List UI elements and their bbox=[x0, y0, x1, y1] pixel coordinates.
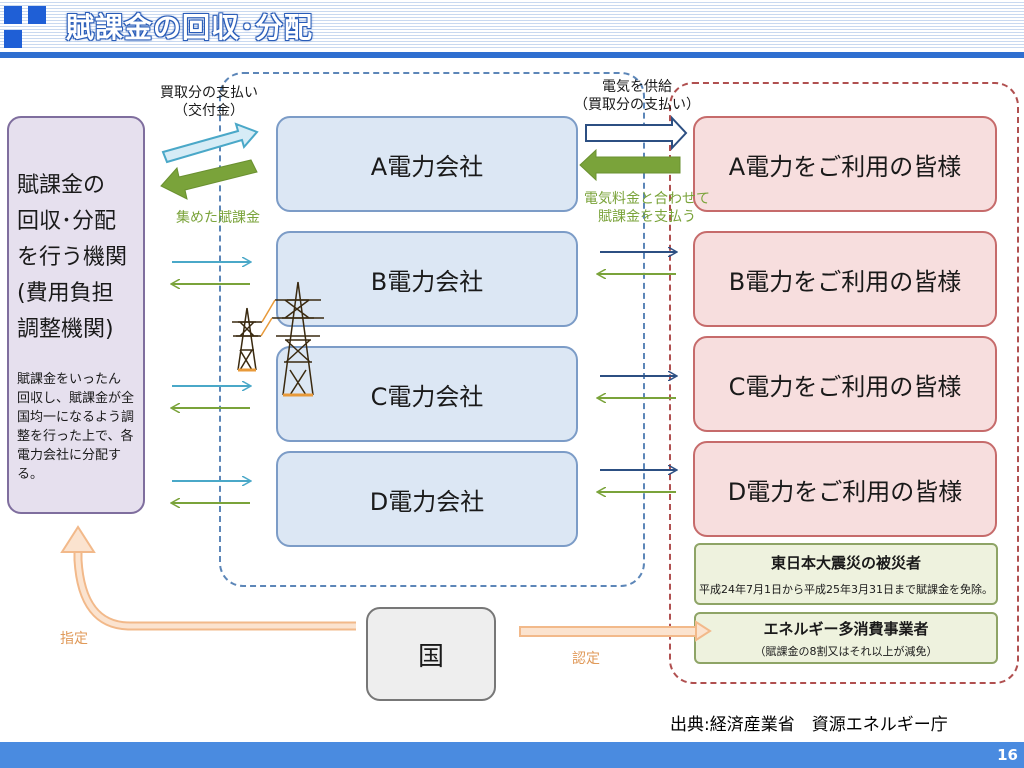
collected-big-arrow bbox=[160, 159, 258, 200]
supply-power-label: 電気を供給 （買取分の支払い） bbox=[574, 79, 700, 113]
designate-arrow-inner bbox=[75, 550, 356, 629]
supply-big-arrow bbox=[585, 115, 688, 151]
certify-arrow-body bbox=[519, 626, 699, 637]
logo-square-icon bbox=[4, 6, 22, 24]
customer-group-outline bbox=[669, 82, 1019, 684]
agency-description: 賦課金をいったん 回収し、賦課金が全 国均一になるよう調 整を行った上で、各 電… bbox=[17, 372, 135, 482]
designate-arrow-head bbox=[60, 525, 96, 553]
customer-d-box: D電力をご利用の皆様 bbox=[693, 441, 997, 537]
logo-square-icon bbox=[4, 30, 22, 48]
pay-with-bill-label: 電気料金と合わせて 賦課金を支払う bbox=[584, 191, 710, 225]
slide-footer: 16 bbox=[0, 742, 1024, 768]
certify-label: 認定 bbox=[572, 651, 600, 667]
power-tower-icon bbox=[232, 281, 324, 397]
source-citation: 出典:経済産業省 資源エネルギー庁 bbox=[670, 715, 948, 735]
energy-users-title: エネルギー多消費事業者 bbox=[763, 619, 929, 638]
slide-title: 賦課金の回収･分配 bbox=[66, 11, 314, 44]
customer-c-box: C電力をご利用の皆様 bbox=[693, 336, 997, 432]
energy-users-note: （賦課金の8割又はそれ以上が減免） bbox=[754, 644, 938, 658]
company-b-box: B電力会社 bbox=[276, 231, 578, 327]
company-a-box: A電力会社 bbox=[276, 116, 578, 212]
country-box: 国 bbox=[366, 607, 496, 701]
slide-header bbox=[0, 0, 1024, 50]
payment-big-arrow bbox=[161, 122, 259, 164]
logo-square-icon bbox=[28, 6, 46, 24]
agency-title: 賦課金の 回収･分配 を行う機関 (費用負担 調整機関) bbox=[17, 173, 128, 342]
collected-levy-label: 集めた賦課金 bbox=[176, 210, 260, 226]
company-group-outline bbox=[219, 72, 645, 587]
purchase-payment-label: 買取分の支払い （交付金） bbox=[160, 85, 258, 119]
disaster-victims-title: 東日本大震災の被災者 bbox=[770, 553, 921, 572]
header-bar bbox=[0, 52, 1024, 58]
energy-users-box: エネルギー多消費事業者 （賦課金の8割又はそれ以上が減免） bbox=[694, 612, 998, 664]
bill-big-arrow bbox=[579, 148, 681, 182]
disaster-victims-note: 平成24年7月1日から平成25年3月31日まで賦課金を免除。 bbox=[699, 582, 993, 596]
certify-arrow-head bbox=[695, 620, 712, 642]
disaster-victims-box: 東日本大震災の被災者 平成24年7月1日から平成25年3月31日まで賦課金を免除… bbox=[694, 543, 998, 605]
designate-arrow-body bbox=[73, 550, 356, 631]
page-number: 16 bbox=[997, 746, 1018, 764]
customer-b-box: B電力をご利用の皆様 bbox=[693, 231, 997, 327]
levy-agency-box: 賦課金の 回収･分配 を行う機関 (費用負担 調整機関) 賦課金をいったん 回収… bbox=[7, 116, 145, 514]
company-c-box: C電力会社 bbox=[276, 346, 578, 442]
company-d-box: D電力会社 bbox=[276, 451, 578, 547]
customer-a-box: A電力をご利用の皆様 bbox=[693, 116, 997, 212]
designate-label: 指定 bbox=[60, 631, 88, 647]
